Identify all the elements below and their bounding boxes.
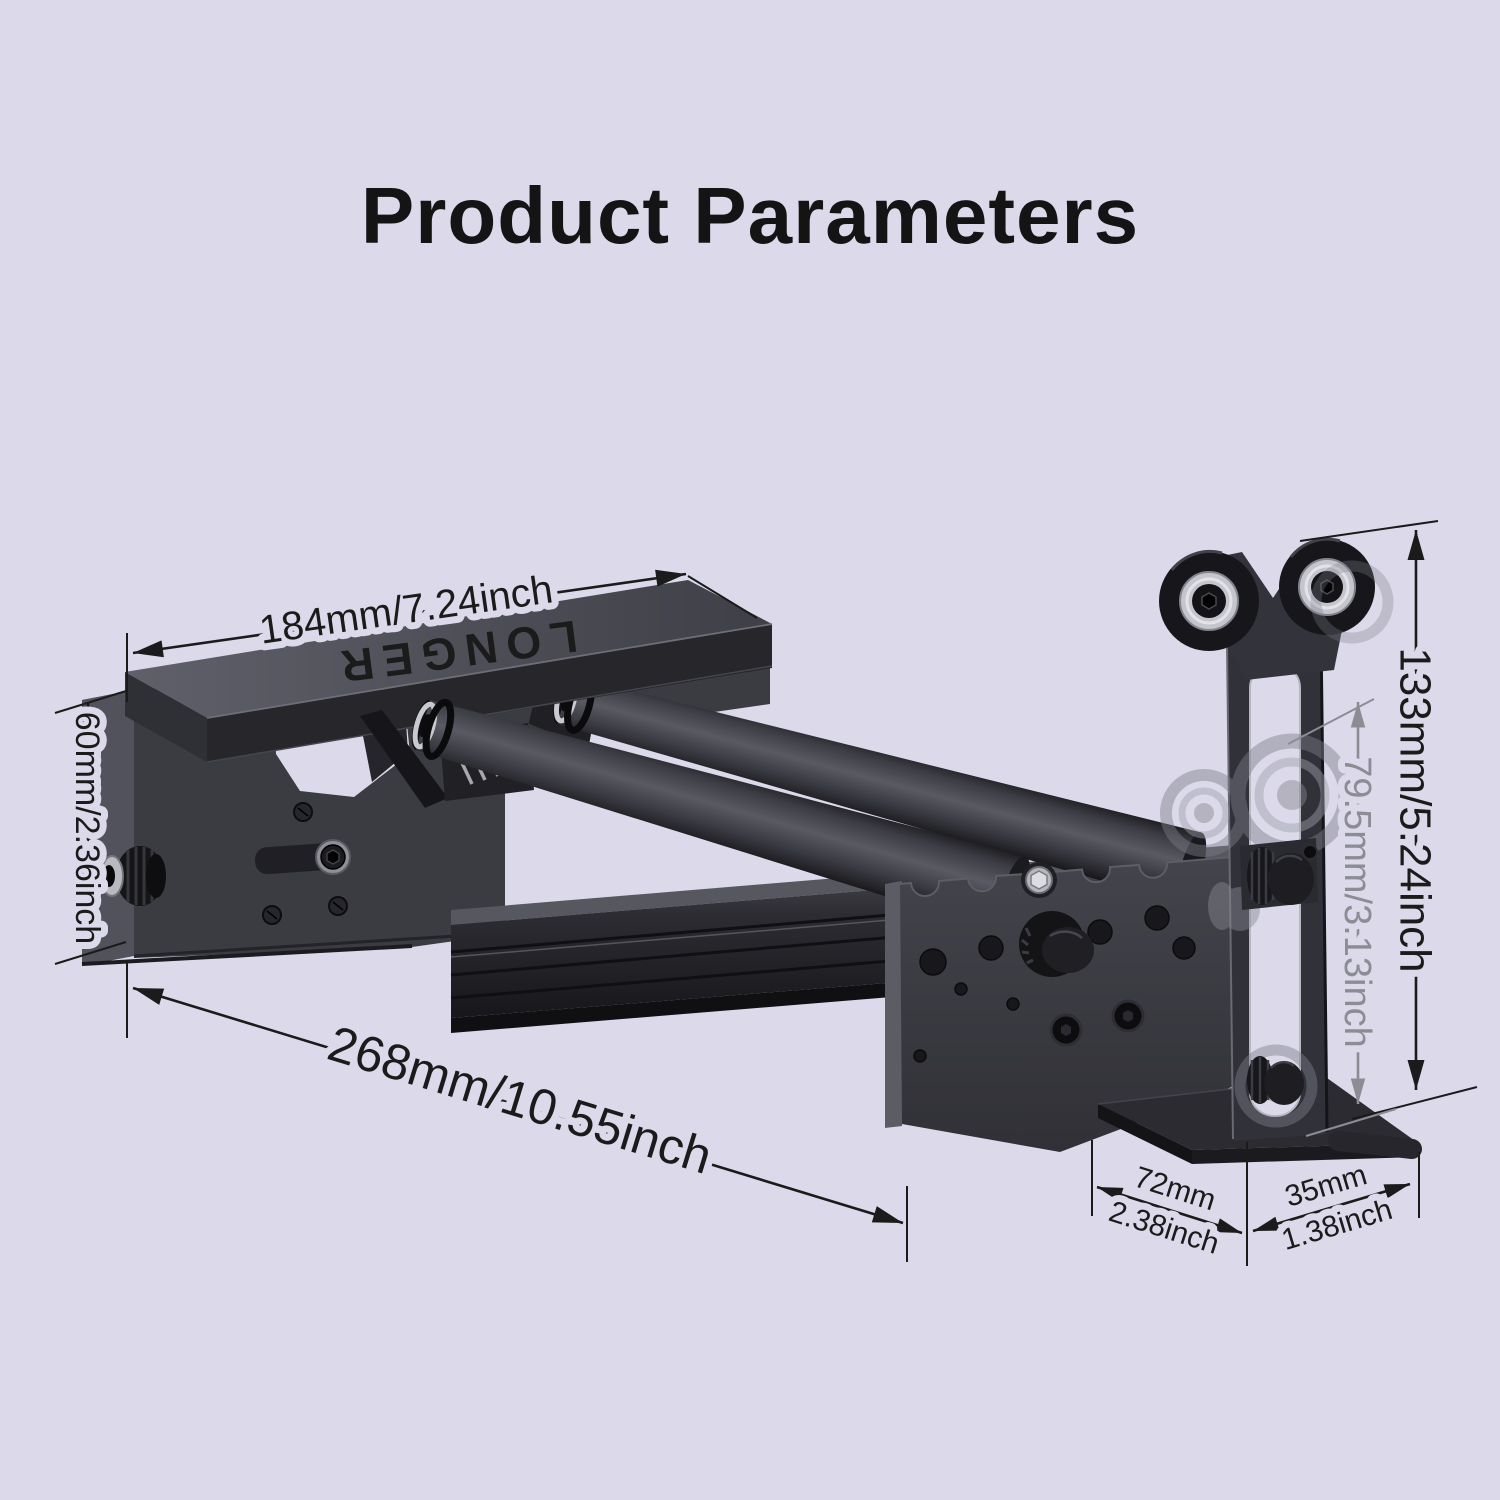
page-title: Product Parameters xyxy=(360,171,1140,260)
dim-base-width: 35mm 1.38inch xyxy=(1250,1151,1420,1264)
tailstock-wheel-right xyxy=(1279,537,1375,635)
tension-slot xyxy=(255,839,351,875)
dim-housing-height: 60mm/2.36inch xyxy=(54,690,127,965)
plate-holes xyxy=(913,905,1196,1063)
dim-adjustable-height-label: 79.5mm/3.13inch xyxy=(1336,756,1378,1048)
tailstock-knob-mid xyxy=(1240,838,1318,910)
top-beam: LONGER xyxy=(125,580,773,763)
plate-knob xyxy=(1019,911,1094,977)
rotary-device: LONGER xyxy=(81,537,1422,1164)
ghost-wheels xyxy=(1160,560,1394,1128)
dim-tailstock-height-label: 133mm/5.24inch xyxy=(1391,647,1440,972)
roller-end-bolt xyxy=(1021,862,1057,898)
support-plate xyxy=(885,855,1246,1152)
dim-tailstock-height: 133mm/5.24inch xyxy=(1299,520,1478,1120)
dim-housing-height-label: 60mm/2.36inch xyxy=(68,712,106,944)
tailstock-knob-bottom xyxy=(1247,1056,1304,1105)
plate-dome-screws xyxy=(1049,999,1145,1047)
tailstock xyxy=(1097,537,1422,1164)
left-knob xyxy=(100,846,166,906)
dim-overall-length-label: 268mm/10.55inch xyxy=(322,1015,718,1185)
tailstock-wheel-left xyxy=(1159,549,1259,651)
dim-adjustable-height: 79.5mm/3.13inch xyxy=(1287,698,1397,1137)
